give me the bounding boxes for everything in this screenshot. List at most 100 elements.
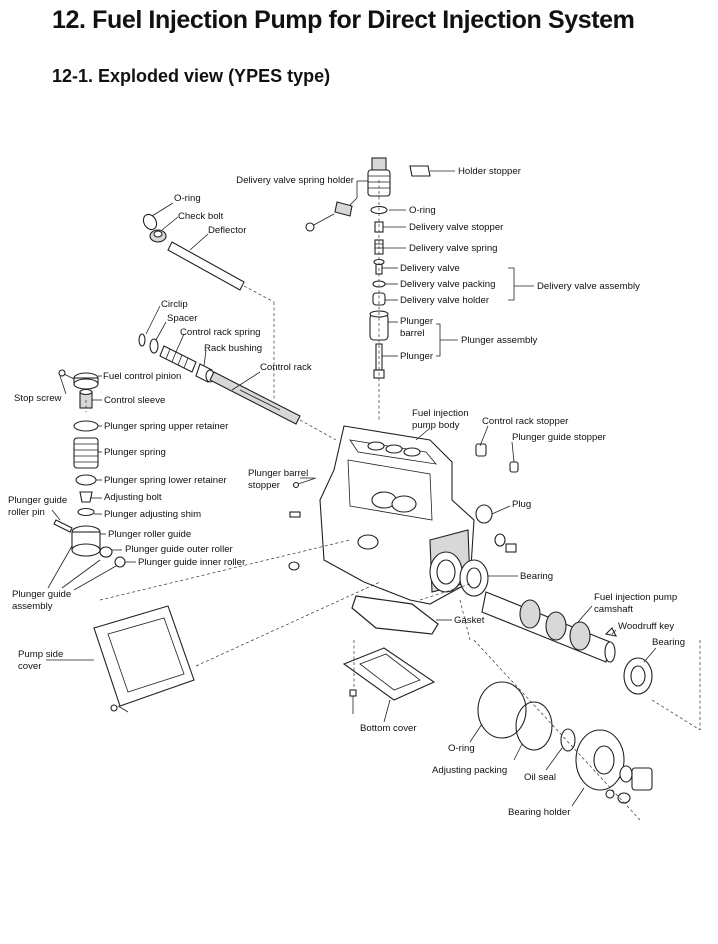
holder-stopper-part	[409, 165, 431, 177]
label-delivery-valve: Delivery valve	[400, 263, 460, 274]
label-delivery-valve-holder: Delivery valve holder	[400, 295, 490, 306]
label-adjusting-packing: Adjusting packing	[432, 765, 507, 776]
label-plunger-spring: Plunger spring	[104, 447, 166, 458]
label-delivery-valve-spring: Delivery valve spring	[409, 243, 498, 254]
control-rack-stopper-part	[475, 443, 487, 457]
circlip-part	[138, 333, 146, 347]
label-o-ring-left: O-ring	[174, 193, 201, 204]
label-deflector: Deflector	[208, 225, 247, 236]
labels: Holder stopper Delivery valve spring hol…	[8, 166, 685, 818]
label-plunger-guide-roller-pin-2: roller pin	[8, 507, 45, 518]
adjusting-packing-part	[515, 701, 553, 751]
label-plunger-adjusting-shim: Plunger adjusting shim	[104, 509, 201, 520]
label-pump-side-cover-1: Pump side	[18, 649, 63, 660]
o-ring-left-part	[142, 213, 158, 231]
label-bearing-mid: Bearing	[520, 571, 553, 582]
label-plunger-barrel-1: Plunger	[400, 316, 434, 327]
stop-screw-part	[58, 369, 77, 381]
label-plug: Plug	[512, 499, 531, 510]
label-control-sleeve: Control sleeve	[104, 395, 165, 406]
plunger-roller-guide-part	[71, 525, 101, 557]
label-plunger-barrel-stopper-2: stopper	[248, 480, 281, 491]
bearing-holder-part	[575, 729, 653, 804]
label-fuel-injection-pump-body-1: Fuel injection	[412, 408, 469, 419]
label-plunger-guide-assembly-1: Plunger guide	[12, 589, 71, 600]
control-rack-spring-part	[159, 345, 197, 373]
plug-part	[475, 504, 517, 553]
label-delivery-valve-packing: Delivery valve packing	[400, 279, 495, 290]
label-rack-bushing: Rack bushing	[204, 343, 262, 354]
plunger-spring-part	[73, 437, 99, 469]
plunger-spring-lower-retainer-part	[75, 474, 97, 486]
small-screw-left-part	[289, 511, 301, 518]
section-title: 12-1. Exploded view (YPES type)	[52, 66, 331, 86]
label-plunger-barrel-stopper-1: Plunger barrel	[248, 468, 308, 479]
spacer-part	[149, 338, 159, 354]
label-control-rack: Control rack	[260, 362, 312, 373]
delivery-valve-part	[373, 258, 385, 275]
plunger-barrel-stopper-part	[292, 477, 317, 489]
label-bottom-cover: Bottom cover	[360, 723, 417, 734]
assembly-lines	[85, 180, 701, 821]
plunger-guide-inner-roller-part	[114, 556, 126, 568]
label-control-rack-stopper: Control rack stopper	[482, 416, 569, 427]
label-plunger-guide-roller-pin-1: Plunger guide	[8, 495, 67, 506]
bearing-right-part	[623, 657, 653, 695]
label-plunger-assembly: Plunger assembly	[461, 335, 537, 346]
control-sleeve-part	[79, 388, 93, 409]
label-camshaft-1: Fuel injection pump	[594, 592, 677, 603]
label-o-ring-top: O-ring	[409, 205, 436, 216]
label-plunger-spring-upper-retainer: Plunger spring upper retainer	[104, 421, 229, 432]
bottom-cover-part	[342, 647, 436, 714]
o-ring-bottom-part	[477, 681, 527, 739]
plunger-guide-outer-roller-part	[99, 546, 113, 558]
label-delivery-valve-spring-holder: Delivery valve spring holder	[236, 175, 355, 186]
camshaft-part	[481, 591, 616, 663]
plunger-spring-upper-retainer-part	[73, 420, 99, 432]
label-plunger: Plunger	[400, 351, 434, 362]
label-o-ring-bottom: O-ring	[448, 743, 475, 754]
plunger-adjusting-shim-part	[77, 507, 95, 517]
oil-seal-part	[560, 728, 576, 752]
label-bearing-right: Bearing	[652, 637, 685, 648]
label-bearing-holder: Bearing holder	[508, 807, 571, 818]
label-adjusting-bolt: Adjusting bolt	[104, 492, 162, 503]
plunger-guide-stopper-part	[509, 461, 519, 473]
label-oil-seal: Oil seal	[524, 772, 556, 783]
label-plunger-spring-lower-retainer: Plunger spring lower retainer	[104, 475, 227, 486]
label-plunger-guide-stopper: Plunger guide stopper	[512, 432, 607, 443]
leader-lines	[46, 170, 657, 807]
label-pump-side-cover-2: cover	[18, 661, 42, 672]
deflector-part	[167, 241, 245, 291]
label-fuel-control-pinion: Fuel control pinion	[103, 371, 181, 382]
label-delivery-valve-assembly: Delivery valve assembly	[537, 281, 640, 292]
plunger-guide-roller-pin-part	[53, 519, 73, 533]
fuel-injection-pump-body-part	[319, 425, 475, 605]
page-title: 12. Fuel Injection Pump for Direct Injec…	[52, 6, 635, 34]
label-delivery-valve-stopper: Delivery valve stopper	[409, 222, 504, 233]
fuel-control-pinion-part	[73, 372, 99, 390]
label-plunger-roller-guide: Plunger roller guide	[108, 529, 191, 540]
gasket-part	[351, 595, 439, 635]
label-spacer: Spacer	[167, 313, 198, 324]
label-woodruff-key: Woodruff key	[618, 621, 674, 632]
rack-bushing-part	[195, 363, 215, 383]
holder-stopper-bolt-part	[305, 201, 353, 232]
label-plunger-guide-assembly-2: assembly	[12, 601, 53, 612]
check-bolt-part	[149, 229, 167, 243]
label-control-rack-spring: Control rack spring	[180, 327, 261, 338]
pump-side-cover-part	[93, 605, 195, 713]
small-washer-part	[288, 561, 300, 571]
control-rack-part	[209, 371, 301, 425]
label-check-bolt: Check bolt	[178, 211, 224, 222]
label-circlip: Circlip	[161, 299, 188, 310]
delivery-valve-spring-holder-part	[367, 157, 391, 197]
label-plunger-guide-inner-roller: Plunger guide inner roller	[138, 557, 246, 568]
bearing-mid-part	[459, 559, 489, 597]
label-plunger-barrel-2: barrel	[400, 328, 425, 339]
label-camshaft-2: camshaft	[594, 604, 633, 615]
label-stop-screw: Stop screw	[14, 393, 62, 404]
label-plunger-guide-outer-roller: Plunger guide outer roller	[125, 544, 234, 555]
adjusting-bolt-part	[79, 491, 93, 503]
